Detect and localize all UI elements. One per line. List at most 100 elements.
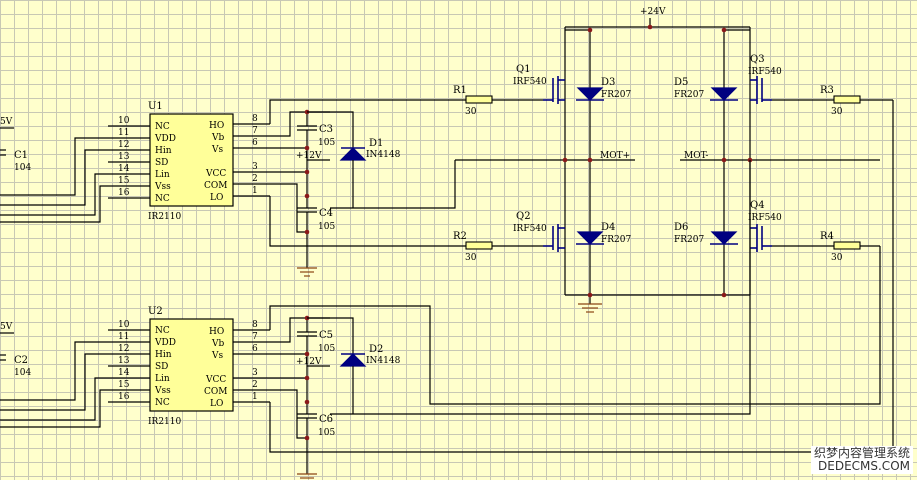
ref-u1: U1	[148, 101, 163, 112]
ground-symbol	[297, 473, 317, 479]
u2-pin-num: 12	[118, 344, 129, 354]
diode-d2	[339, 353, 367, 367]
ref-q3: Q3	[750, 54, 765, 65]
ref-r2: R2	[453, 231, 467, 242]
ref-r4: R4	[820, 231, 834, 242]
resistor-r2	[465, 241, 493, 250]
ref-c3: C3	[319, 124, 333, 135]
ref-c2: C2	[14, 355, 28, 366]
label-12v-u2: +12V	[296, 357, 322, 367]
value-c5: 105	[318, 344, 335, 354]
u2-pin-name: NC	[155, 326, 170, 336]
u2-pin-name: Vss	[154, 386, 171, 396]
u1-pin-num: 11	[118, 128, 129, 138]
u2-pin-name: NC	[155, 398, 170, 408]
diode-d3	[576, 87, 604, 101]
ref-d1: D1	[369, 138, 383, 149]
u2-pin-num: 3	[252, 368, 258, 378]
value-c6: 105	[318, 428, 335, 438]
chip-u2-body	[149, 318, 234, 412]
u1-pin-num: 12	[118, 140, 129, 150]
resistor-r4	[833, 241, 861, 250]
u2-pin-num: 10	[118, 320, 130, 330]
diode-d4	[576, 231, 604, 245]
ref-q2: Q2	[516, 211, 531, 222]
ref-c1: C1	[14, 150, 28, 161]
ref-c5: C5	[319, 330, 333, 341]
value-r1: 30	[465, 107, 477, 117]
mosfet-q2	[543, 224, 565, 252]
watermark: 织梦内容管理系统 DEDECMS.COM	[810, 446, 913, 474]
u2-pin-name: SD	[155, 362, 168, 372]
mosfet-q1	[543, 76, 565, 104]
u1-pin-name: Vss	[154, 182, 171, 192]
resistor-r3	[833, 95, 861, 104]
u1-pin-name: Vs	[211, 145, 223, 155]
u2-pin-name: VCC	[205, 375, 226, 385]
value-c3: 105	[318, 138, 335, 148]
label-mot-minus: MOT-	[684, 151, 708, 161]
part-d5: FR207	[674, 90, 704, 100]
value-c4: 105	[318, 222, 335, 232]
chip-u1-body	[149, 113, 234, 207]
value-r4: 30	[831, 253, 843, 263]
driver-u2: U2 IR2110 10 11 12 13 14 15 16 NC VDD Hi…	[0, 100, 894, 479]
part-d6: FR207	[674, 235, 704, 245]
u1-pin-num: 6	[252, 138, 258, 148]
u2-pin-name: Vb	[211, 339, 224, 349]
ref-d4: D4	[601, 222, 615, 233]
gate-resistors: R1 30 R2 30 R3 30 R4 30	[430, 85, 893, 263]
ref-d6: D6	[674, 222, 688, 233]
label-5v-u2: 5V	[0, 322, 13, 332]
resistor-r1	[465, 95, 493, 104]
value-r3: 30	[831, 107, 843, 117]
value-c1: 104	[14, 163, 31, 173]
u2-pin-num: 14	[118, 368, 130, 378]
u2-pin-num: 1	[252, 392, 258, 402]
u1-pin-num: 13	[118, 152, 130, 162]
label-mot-plus: MOT+	[600, 151, 630, 161]
u2-pin-num: 16	[118, 392, 130, 402]
watermark-line1: 织梦内容管理系统	[813, 446, 910, 460]
u1-pin-name: Lin	[155, 170, 170, 180]
u2-pin-name: COM	[204, 387, 227, 397]
u1-pin-name: LO	[210, 193, 223, 203]
u1-pin-num: 15	[118, 176, 130, 186]
u2-pin-num: 7	[252, 332, 258, 342]
u1-pin-num: 3	[252, 162, 258, 172]
ref-d2: D2	[369, 344, 383, 355]
u2-pin-name: Lin	[155, 374, 170, 384]
u2-pin-name: Hin	[155, 350, 172, 360]
label-12v-u1: +12V	[296, 151, 322, 161]
label-5v-u1: 5V	[0, 117, 13, 127]
u2-pin-name: HO	[209, 327, 224, 337]
ref-q4: Q4	[750, 200, 765, 211]
ref-d5: D5	[674, 77, 688, 88]
u1-pin-num: 14	[118, 164, 130, 174]
u2-pin-num: 11	[118, 332, 129, 342]
ref-r3: R3	[820, 85, 834, 96]
u1-pin-name: SD	[155, 158, 168, 168]
u1-pin-name: HO	[209, 121, 224, 131]
driver-u1: U1 IR2110 10 11 12 13 14 15 16 NC VDD Hi…	[0, 99, 456, 277]
part-u1: IR2110	[148, 212, 182, 222]
u2-pin-name: LO	[210, 399, 223, 409]
u2-pin-num: 8	[252, 320, 258, 330]
u2-pin-name: Vs	[211, 351, 223, 361]
part-d4: FR207	[601, 235, 631, 245]
mosfet-q3	[750, 76, 772, 104]
ref-c4: C4	[319, 208, 333, 219]
diode-d1	[339, 147, 367, 161]
h-bridge: +24V MOT+ MOT-	[455, 7, 880, 313]
u1-pin-num: 1	[252, 186, 258, 196]
u1-pin-num: 10	[118, 116, 130, 126]
label-24v: +24V	[640, 7, 666, 17]
ground-symbol	[578, 303, 602, 313]
part-u2: IR2110	[148, 417, 182, 427]
u1-pin-num: 7	[252, 126, 258, 136]
u1-pin-num: 16	[118, 188, 130, 198]
u1-pin-name: Hin	[155, 146, 172, 156]
ref-q1: Q1	[516, 64, 531, 75]
